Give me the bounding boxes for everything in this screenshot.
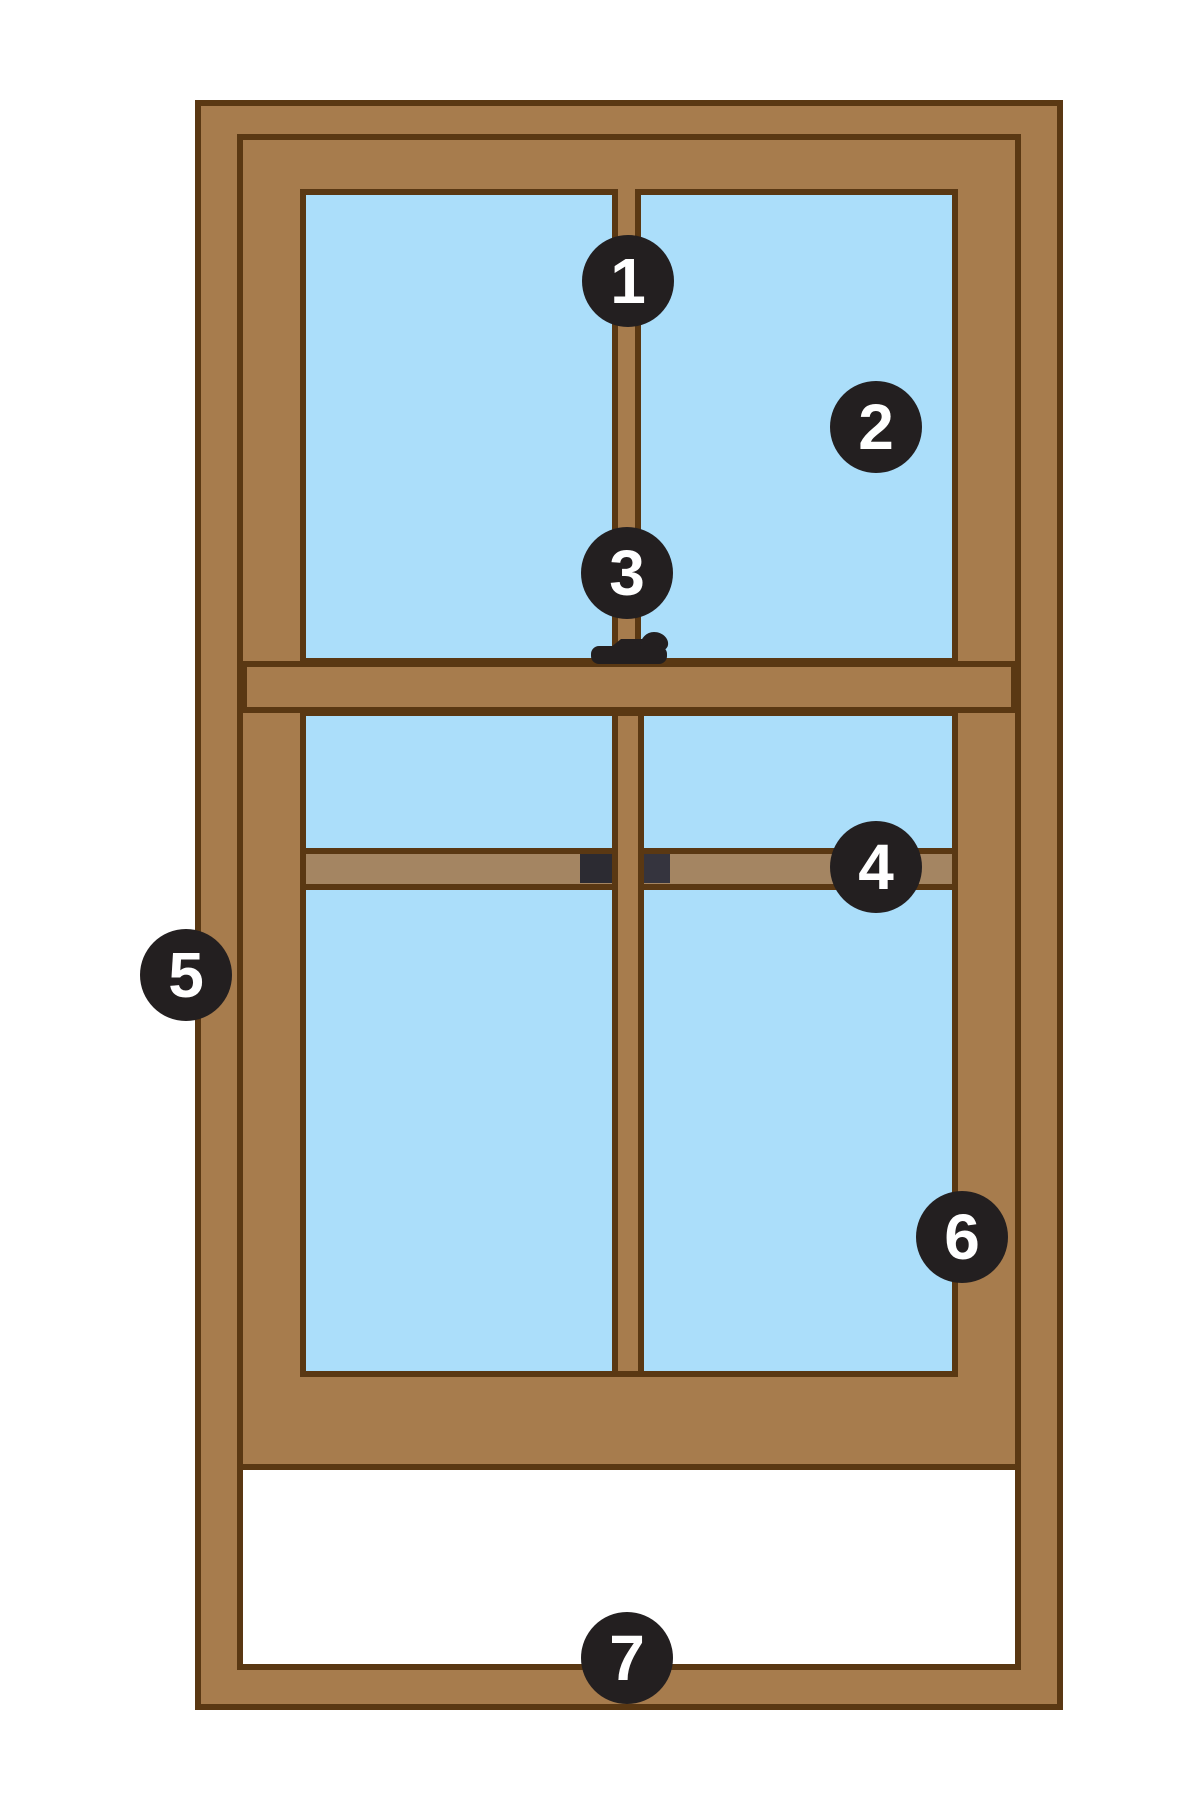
callout-circle — [916, 1191, 1008, 1283]
callout-circle — [582, 235, 674, 327]
tilt-latch-right-icon — [643, 854, 670, 883]
glass-pane-lower-right — [635, 710, 958, 1377]
callout-circle — [140, 929, 232, 1021]
glass-pane-upper-left — [300, 189, 618, 664]
callout-4: 4 — [830, 821, 922, 913]
callout-circle — [830, 381, 922, 473]
callout-number: 6 — [944, 1201, 980, 1273]
callout-3: 3 — [581, 527, 673, 619]
callout-circle — [581, 527, 673, 619]
callout-number: 3 — [609, 537, 645, 609]
meeting-rail — [241, 661, 1017, 713]
sash-lock-icon — [591, 632, 669, 664]
callout-5: 5 — [140, 929, 232, 1021]
callout-number: 2 — [858, 391, 894, 463]
muntin-lower — [612, 710, 644, 1377]
callout-6: 6 — [916, 1191, 1008, 1283]
callout-7: 7 — [581, 1612, 673, 1704]
tilt-latch-left-icon — [580, 854, 613, 883]
sash-lock-base — [591, 646, 667, 664]
glass-pane-lower-left — [300, 710, 618, 1377]
callout-badges: 1 2 3 4 5 6 7 — [140, 235, 1008, 1704]
callout-circle — [581, 1612, 673, 1704]
callout-number: 7 — [609, 1622, 645, 1694]
callout-number: 5 — [168, 939, 204, 1011]
callout-1: 1 — [582, 235, 674, 327]
sash-lock-lever — [639, 632, 669, 650]
callout-number: 4 — [858, 831, 894, 903]
callout-number: 1 — [610, 245, 646, 317]
callout-2: 2 — [830, 381, 922, 473]
callout-circle — [830, 821, 922, 913]
